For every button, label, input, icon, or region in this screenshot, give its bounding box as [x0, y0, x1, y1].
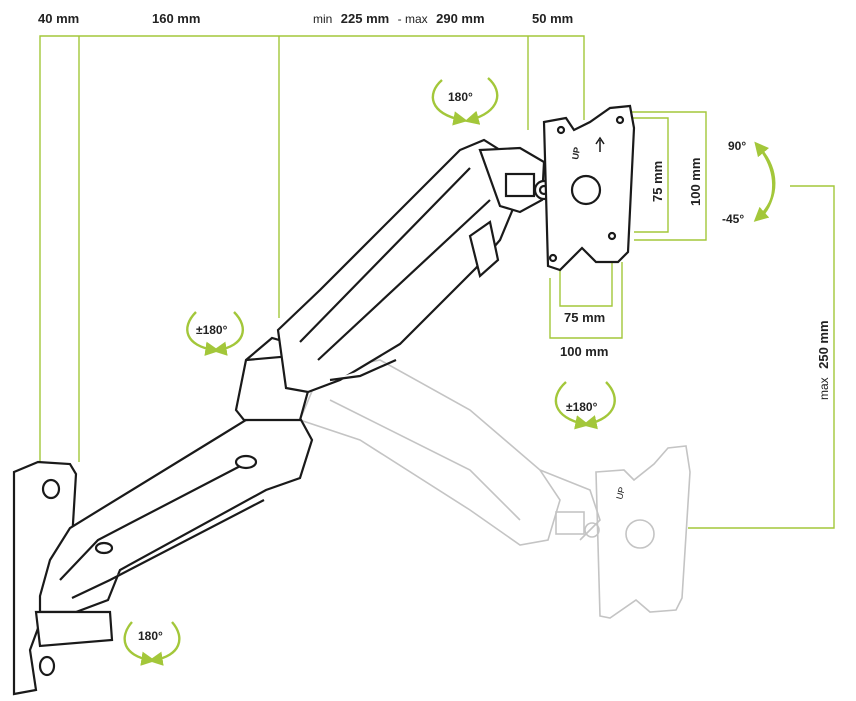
- dim-vesa-inner-w-label: 75 mm: [564, 310, 605, 325]
- dim-vesa-outer-h-label: 100 mm: [688, 158, 703, 206]
- dim-head-label: 50 mm: [532, 11, 573, 26]
- rot-screen-label: ±180°: [566, 400, 598, 414]
- arrow-up-icon: [595, 136, 605, 152]
- dimension-lines: [39, 35, 835, 529]
- dim-arm2-separator: - max: [398, 12, 428, 26]
- ghost-vesa-plate: [595, 445, 691, 619]
- dim-arm2-label: min 225 mm - max 290 mm: [313, 10, 485, 27]
- dim-arm2-max-value: 290 mm: [436, 11, 484, 26]
- dim-height-label: max 250 mm: [815, 320, 832, 400]
- upper-arm: [276, 138, 522, 394]
- rot-elbow-label: ±180°: [196, 323, 228, 337]
- rot-tilt-up-label: 90°: [728, 139, 746, 153]
- ghost-arm: [298, 359, 691, 619]
- dim-height-value: 250 mm: [816, 320, 831, 368]
- dim-arm2-min-prefix: min: [313, 12, 332, 26]
- lower-arm: [34, 416, 314, 648]
- dim-arm1-label: 160 mm: [152, 11, 200, 26]
- dim-vesa-inner-h-label: 75 mm: [650, 161, 665, 202]
- dim-height-prefix: max: [817, 377, 831, 400]
- dim-arm2-min-value: 225 mm: [341, 11, 389, 26]
- dim-vesa-outer-w-label: 100 mm: [560, 344, 608, 359]
- rot-head-swivel-label: 180°: [448, 90, 473, 104]
- dim-wall-plate-label: 40 mm: [38, 11, 79, 26]
- ghost-plate-up-label: UP: [614, 486, 627, 501]
- rot-tilt-down-label: -45°: [722, 212, 744, 226]
- rotation-arrows: [123, 77, 776, 666]
- vesa-plate: [542, 104, 636, 272]
- rot-base-swivel-label: 180°: [138, 629, 163, 643]
- plate-up-label: UP: [570, 146, 582, 160]
